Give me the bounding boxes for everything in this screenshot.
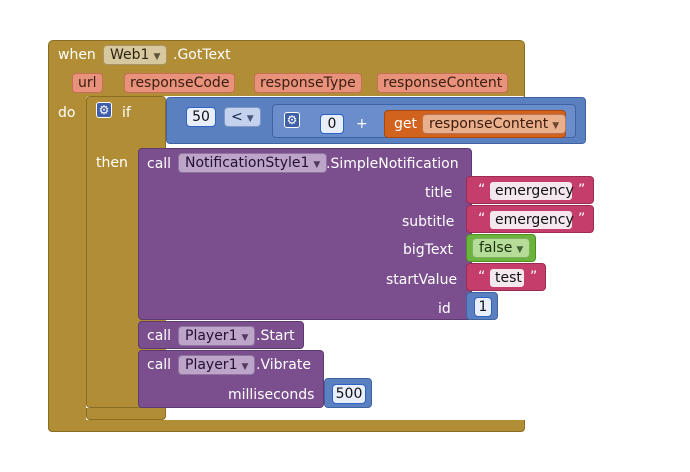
- component-name: Web1: [110, 47, 150, 63]
- chevron-down-icon: ▼: [241, 362, 249, 372]
- component-dropdown-player-vibrate[interactable]: Player1▼: [178, 355, 256, 375]
- param-responsecode[interactable]: responseCode: [124, 73, 236, 93]
- do-label: do: [58, 105, 76, 121]
- get-label: get: [394, 116, 417, 132]
- quote-open-icon: “: [478, 182, 486, 198]
- plus-operator: +: [356, 116, 368, 132]
- arg-label-subtitle: subtitle: [402, 214, 455, 230]
- chevron-down-icon: ▼: [153, 52, 161, 62]
- arg-label-startvalue: startValue: [386, 272, 458, 288]
- method-name: .SimpleNotification: [326, 156, 459, 172]
- quote-close-icon: ”: [578, 211, 586, 227]
- text-value-startvalue[interactable]: test: [489, 268, 525, 288]
- when-label: when: [58, 47, 96, 63]
- quote-open-icon: “: [478, 269, 486, 285]
- gear-icon[interactable]: ⚙: [284, 112, 300, 128]
- chevron-down-icon: ▼: [246, 114, 254, 124]
- boolean-dropdown[interactable]: false▼: [472, 238, 531, 258]
- chevron-down-icon: ▼: [241, 333, 249, 343]
- component-dropdown-web1[interactable]: Web1▼: [103, 45, 168, 65]
- call-label: call: [147, 156, 172, 172]
- component-name: Player1: [185, 357, 238, 373]
- arg-label-title: title: [425, 185, 453, 201]
- number-value-id[interactable]: 1: [474, 297, 492, 317]
- component-name: NotificationStyle1: [185, 155, 310, 171]
- number-value-milliseconds[interactable]: 500: [332, 384, 366, 404]
- chevron-down-icon: ▼: [313, 160, 321, 170]
- number-0[interactable]: 0: [320, 114, 344, 134]
- if-block-bottom: [86, 408, 166, 420]
- method-name: .Start: [256, 328, 295, 344]
- param-responsetype[interactable]: responseType: [254, 73, 362, 93]
- arg-label-milliseconds: milliseconds: [228, 387, 315, 403]
- quote-close-icon: ”: [530, 269, 538, 285]
- if-label: if: [122, 105, 131, 121]
- quote-open-icon: “: [478, 211, 486, 227]
- chevron-down-icon: ▼: [516, 245, 524, 255]
- quote-close-icon: ”: [578, 182, 586, 198]
- operator-dropdown[interactable]: <▼: [224, 107, 261, 127]
- param-url[interactable]: url: [72, 73, 103, 93]
- component-dropdown-notification[interactable]: NotificationStyle1▼: [178, 153, 328, 173]
- number-50[interactable]: 50: [186, 107, 216, 127]
- chevron-down-icon: ▼: [552, 121, 560, 131]
- variable-dropdown[interactable]: responseContent▼: [422, 114, 567, 134]
- text-value-title[interactable]: emergency: [489, 181, 574, 201]
- method-name: .Vibrate: [256, 357, 311, 373]
- gear-icon[interactable]: ⚙: [96, 102, 112, 118]
- param-responsecontent[interactable]: responseContent: [377, 73, 509, 93]
- variable-name: responseContent: [429, 116, 549, 132]
- arg-label-bigtext: bigText: [403, 242, 453, 258]
- simple-notification-block[interactable]: [138, 148, 472, 320]
- component-name: Player1: [185, 328, 238, 344]
- event-bottom-bar: [48, 420, 525, 432]
- call-label: call: [147, 357, 172, 373]
- call-label: call: [147, 328, 172, 344]
- component-dropdown-player-start[interactable]: Player1▼: [178, 326, 256, 346]
- boolean-value: false: [479, 240, 513, 256]
- event-name: .GotText: [173, 47, 231, 63]
- arg-label-id: id: [438, 301, 451, 317]
- operator-symbol: <: [231, 109, 243, 125]
- text-value-subtitle[interactable]: emergency: [489, 210, 574, 230]
- then-label: then: [96, 155, 128, 171]
